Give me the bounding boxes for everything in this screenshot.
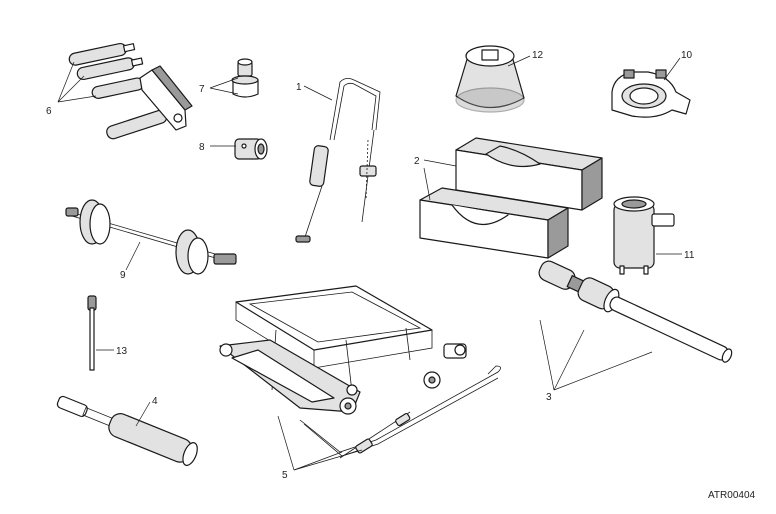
callout-label-4: 4 [152, 396, 158, 407]
callout-label-11: 11 [684, 250, 695, 261]
tool-1-hook-gauge [295, 78, 381, 243]
tool-2-split-blocks [419, 137, 603, 259]
callout-label-3: 3 [546, 392, 552, 403]
tool-3-drift [538, 260, 733, 363]
callout-label-2: 2 [414, 156, 420, 167]
tool-7-nut [231, 58, 259, 98]
tool-11-holder [613, 196, 675, 275]
callout-label-8: 8 [199, 142, 205, 153]
drawing-reference-code: ATR00404 [708, 490, 756, 501]
callout-label-10: 10 [681, 50, 693, 61]
tool-12-cup [455, 45, 525, 113]
tool-6-pin-bracket [68, 42, 193, 140]
callout-label-13: 13 [116, 346, 128, 357]
tool-10-ring-wrench [611, 69, 691, 118]
tool-8-sleeve [234, 138, 268, 160]
tool-4-stepped-shaft [56, 395, 198, 466]
tool-9-bearing-shaft [65, 199, 237, 275]
callout-label-6: 6 [46, 106, 52, 117]
callout-label-9: 9 [120, 270, 126, 281]
tool-5-stand [219, 285, 501, 459]
callout-label-12: 12 [532, 50, 544, 61]
leader-lines [57, 55, 682, 471]
callout-label-1: 1 [296, 82, 302, 93]
callout-label-5: 5 [282, 470, 288, 481]
tool-13-probe [87, 295, 97, 371]
callout-label-7: 7 [199, 84, 205, 95]
